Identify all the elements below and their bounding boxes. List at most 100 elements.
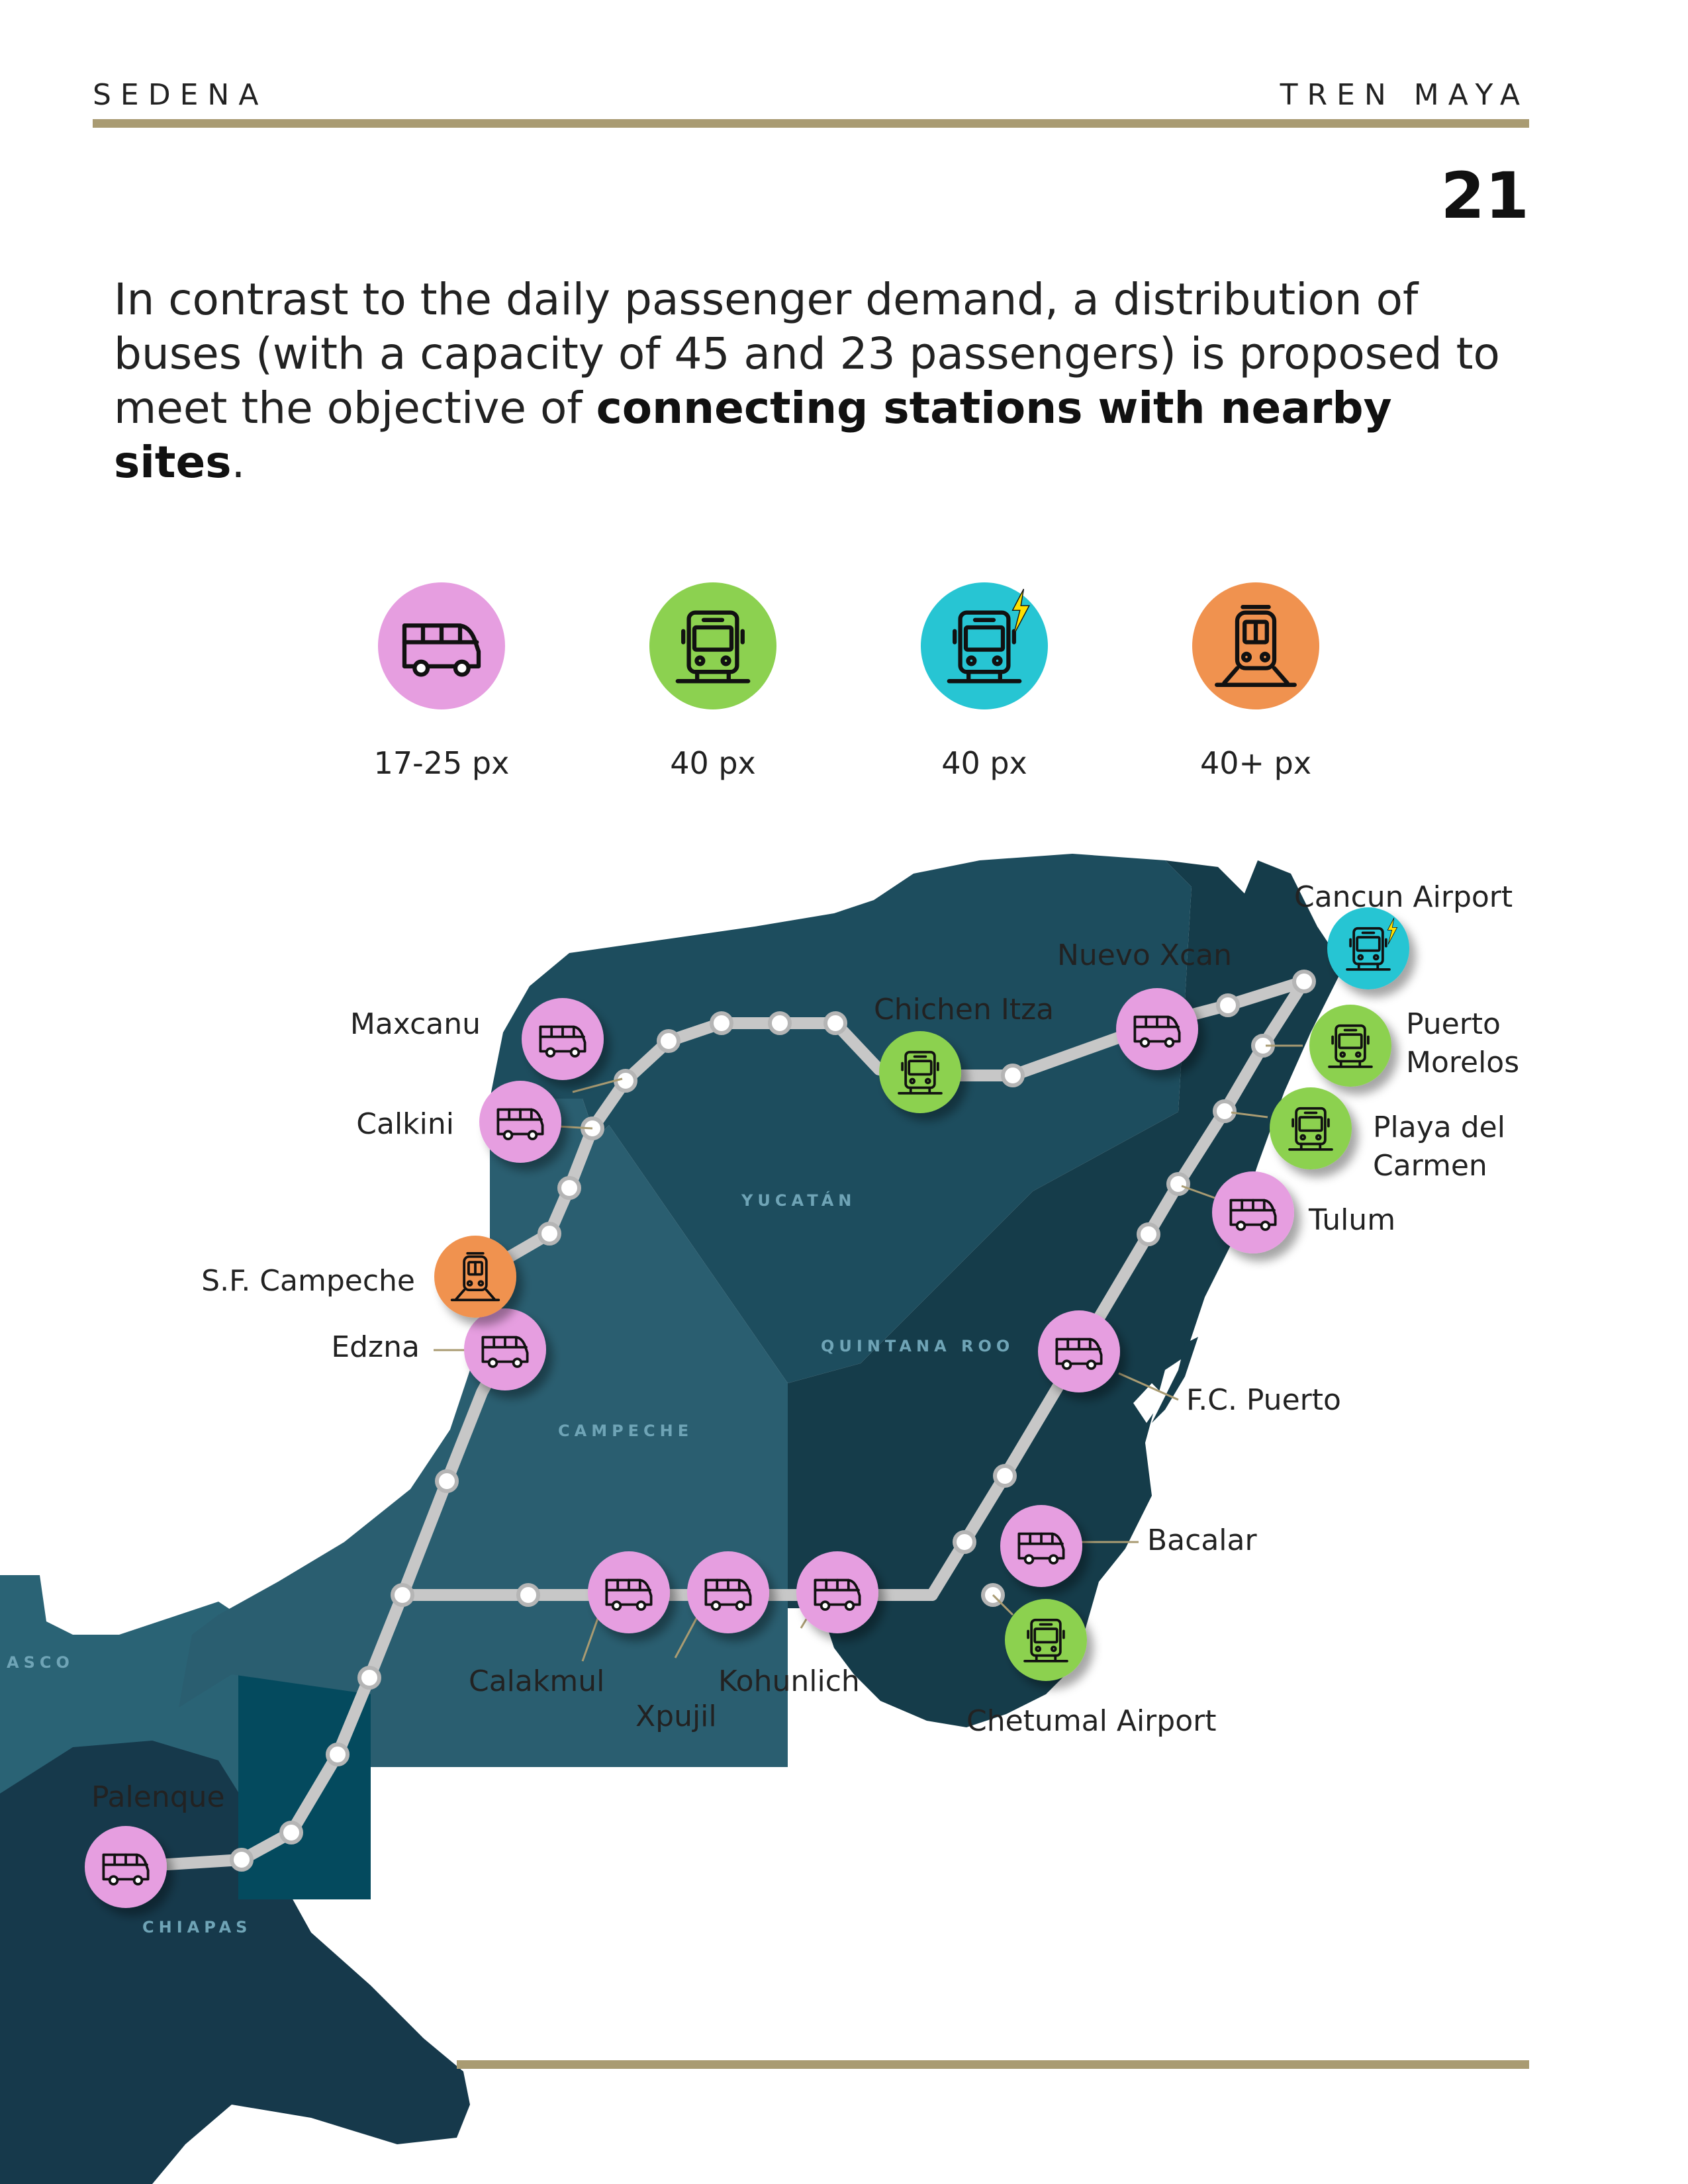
intro-tail: . (231, 437, 246, 488)
intro-paragraph: In contrast to the daily passenger deman… (114, 273, 1524, 490)
stop (1216, 993, 1240, 1017)
station-label-edzna: Edzna (331, 1330, 420, 1364)
region-yucatan (490, 854, 1192, 1383)
marker-circle (796, 1551, 878, 1633)
station-label-calkini: Calkini (356, 1107, 454, 1141)
station-label-chichen-itza: Chichen Itza (874, 993, 1054, 1026)
legend-circle-train (1192, 582, 1319, 709)
station-calakmul-marker (588, 1551, 670, 1633)
station-label-puerto-morelos-1: Puerto (1406, 1007, 1501, 1041)
station-calkini-marker (479, 1081, 561, 1163)
stop (279, 1821, 303, 1844)
region-chiapas (0, 1741, 470, 2184)
stop (230, 1848, 254, 1872)
legend-electric-bus: 40 px (872, 582, 1097, 781)
stop (657, 1029, 680, 1053)
label-yucatan: YUCATÁN (741, 1191, 856, 1210)
stop (557, 1176, 581, 1200)
marker-circle (1000, 1505, 1082, 1587)
station-label-calakmul: Calakmul (469, 1664, 604, 1698)
marker-circle (464, 1308, 546, 1390)
station-nuevo-xcan-marker (1116, 988, 1198, 1070)
marker-circle (1309, 1005, 1391, 1087)
legend-circle-bus (649, 582, 776, 709)
station-label-nuevo-xcan: Nuevo Xcan (1057, 938, 1232, 972)
station-labels: Palenque Edzna S.F. Campeche Calkini Max… (91, 880, 1519, 1814)
page-number: 21 (1440, 159, 1529, 233)
region-chiapas-east (238, 1635, 371, 1899)
bottom-rule (457, 2060, 1529, 2069)
station-bacalar-marker (1000, 1505, 1082, 1587)
station-label-kohunlich: Kohunlich (718, 1664, 860, 1698)
marker-circle (879, 1031, 961, 1113)
stop (1213, 1099, 1237, 1123)
station-kohunlich-marker (796, 1551, 878, 1633)
station-label-campeche: S.F. Campeche (201, 1264, 415, 1298)
marker-circle (479, 1081, 561, 1163)
legend-label-minibus: 17-25 px (373, 745, 510, 781)
station-maxcanu-marker (522, 998, 604, 1080)
marker-circle (1212, 1171, 1294, 1253)
station-label-chetumal-airport: Chetumal Airport (966, 1704, 1216, 1738)
marker-circle (687, 1551, 769, 1633)
station-puerto-morelos-marker (1309, 1005, 1391, 1087)
region-quintana-roo (788, 860, 1344, 1727)
station-edzna-marker (464, 1308, 546, 1390)
legend-train: 40+ px (1143, 582, 1368, 781)
bus-icon (667, 600, 759, 692)
train-icon (1209, 600, 1302, 692)
station-label-puerto-morelos-2: Morelos (1406, 1046, 1519, 1079)
label-campeche: CAMPECHE (558, 1422, 693, 1440)
station-chichen-itza-marker (879, 1031, 961, 1113)
label-chiapas: CHIAPAS (142, 1918, 252, 1936)
stop (993, 1464, 1017, 1488)
marker-circle (1038, 1310, 1120, 1392)
marker-circle (588, 1551, 670, 1633)
station-cancun-airport-marker (1327, 907, 1409, 989)
yucatan-peninsula-map: YUCATÁN QUINTANA ROO CAMPECHE CHIAPAS AS… (0, 854, 1519, 2184)
top-rule (93, 119, 1529, 128)
legend-minibus: 17-25 px (329, 582, 554, 781)
legend-label-bus: 40 px (670, 745, 756, 781)
intro-bold: connecting stations with nearby sites (114, 383, 1392, 488)
intro-text: In contrast to the daily passenger deman… (114, 274, 1500, 433)
stop (391, 1583, 414, 1607)
station-markers (85, 907, 1409, 1908)
label-quintana-roo: QUINTANA ROO (821, 1337, 1014, 1355)
marker-circle (85, 1826, 167, 1908)
stop (953, 1530, 976, 1554)
station-label-playa-2: Carmen (1373, 1149, 1487, 1183)
station-label-xpujil: Xpujil (635, 1700, 717, 1733)
stop (768, 1011, 792, 1035)
header-left: SEDENA (93, 78, 268, 112)
station-tulum-marker (1212, 1171, 1294, 1253)
stop (1137, 1222, 1160, 1246)
station-playa-del-carmen-marker (1270, 1087, 1352, 1169)
station-label-tulum: Tulum (1308, 1203, 1395, 1237)
marker-circle (434, 1236, 516, 1318)
stop (1001, 1064, 1025, 1087)
station-xpujil-marker (687, 1551, 769, 1633)
legend-circle-minibus (378, 582, 505, 709)
station-campeche-marker (434, 1236, 516, 1318)
minibus-icon (395, 600, 488, 692)
station-label-playa-1: Playa del (1373, 1111, 1505, 1144)
station-chetumal-airport-marker (1005, 1599, 1087, 1681)
legend-label-train: 40+ px (1199, 745, 1312, 781)
legend-label-electric-bus: 40 px (941, 745, 1027, 781)
stop (710, 1011, 733, 1035)
stop (516, 1583, 540, 1607)
station-fc-puerto-marker (1038, 1310, 1120, 1392)
marker-circle (1270, 1087, 1352, 1169)
station-palenque-marker (85, 1826, 167, 1908)
marker-circle (1005, 1599, 1087, 1681)
header-right: TREN MAYA (1280, 78, 1529, 112)
marker-circle (1327, 907, 1409, 989)
station-label-cancun-airport: Cancun Airport (1294, 880, 1513, 914)
stop (823, 1011, 847, 1035)
marker-circle (1116, 988, 1198, 1070)
bay (1133, 1383, 1165, 1423)
lightning-icon (1011, 588, 1030, 636)
island (1152, 1337, 1198, 1423)
stop (1166, 1172, 1190, 1196)
